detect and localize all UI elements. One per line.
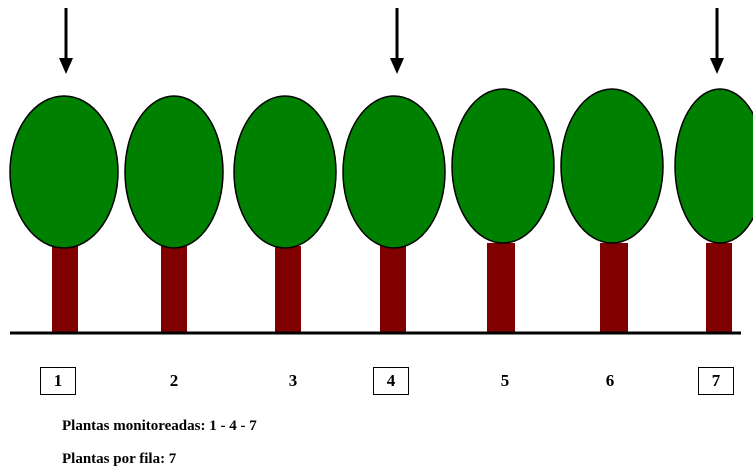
tree-trunk-4 bbox=[380, 246, 406, 333]
tree-canopy-1 bbox=[9, 95, 119, 249]
tree-label-1: 1 bbox=[40, 367, 76, 395]
tree-label-4: 4 bbox=[373, 367, 409, 395]
tree-canopy-3 bbox=[233, 95, 337, 249]
tree-canopy-2 bbox=[124, 95, 224, 249]
monitor-arrow-1 bbox=[59, 8, 73, 74]
tree-canopy-5 bbox=[451, 88, 555, 244]
monitor-arrow-7 bbox=[710, 8, 724, 74]
tree-trunk-3 bbox=[275, 246, 301, 333]
tree-trunk-1 bbox=[52, 246, 78, 333]
tree-trunk-5 bbox=[487, 243, 515, 333]
tree-trunk-2 bbox=[161, 246, 187, 333]
tree-label-2: 2 bbox=[169, 371, 179, 390]
tree-label-6: 6 bbox=[605, 371, 615, 390]
monitor-arrow-4 bbox=[390, 8, 404, 74]
tree-label-3: 3 bbox=[288, 371, 298, 390]
tree-canopy-7 bbox=[674, 88, 753, 244]
tree-canopy-6 bbox=[560, 88, 664, 244]
tree-trunk-6 bbox=[600, 243, 628, 333]
tree-label-5: 5 bbox=[500, 371, 510, 390]
tree-canopy-4 bbox=[342, 95, 446, 249]
monitored-plants-caption: Plantas monitoreadas: 1 - 4 - 7 bbox=[62, 418, 257, 434]
tree-trunk-7 bbox=[706, 243, 732, 333]
plants-per-row-caption: Plantas por fila: 7 bbox=[62, 451, 177, 467]
tree-label-7: 7 bbox=[698, 367, 734, 395]
